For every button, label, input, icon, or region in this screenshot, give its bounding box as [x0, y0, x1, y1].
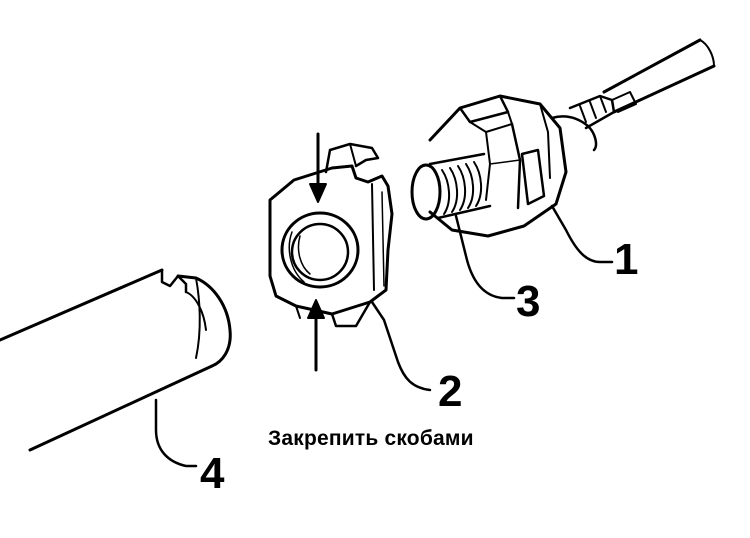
- callout-3: 3: [516, 277, 541, 326]
- tie-rod-end: [428, 38, 716, 264]
- steering-rack-tube: [0, 268, 232, 468]
- caption-fasten-with-clips: Закрепить скобами: [268, 427, 474, 450]
- clip-ring: [268, 142, 432, 392]
- callout-4: 4: [200, 449, 225, 498]
- callout-2: 2: [438, 367, 463, 416]
- press-arrows: [307, 132, 327, 372]
- callout-1: 1: [614, 235, 639, 284]
- thread: [410, 152, 516, 300]
